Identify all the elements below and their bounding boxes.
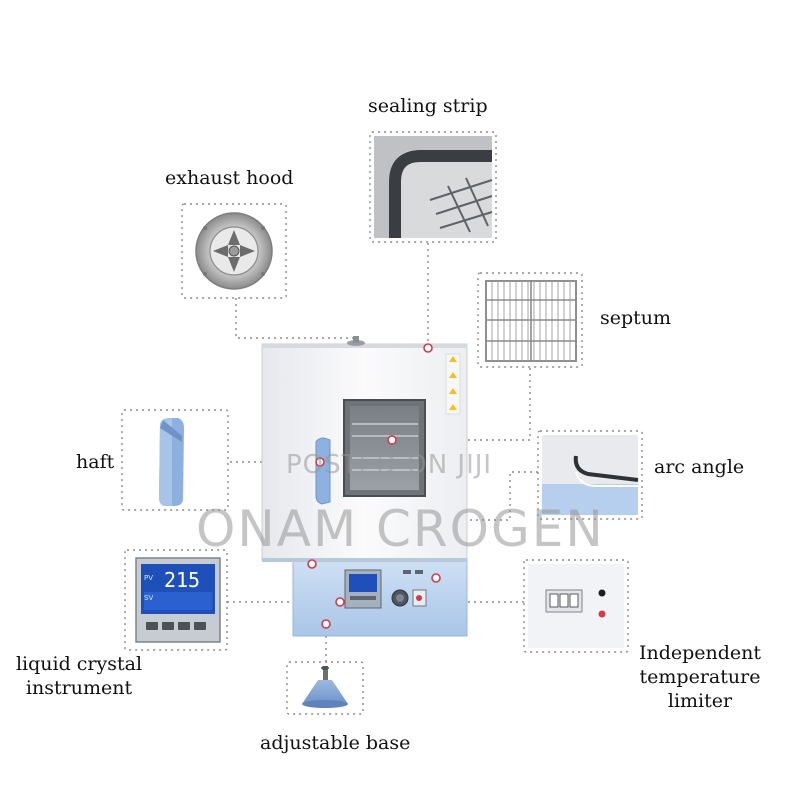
marker-haft bbox=[315, 457, 325, 467]
label-limiter-line3: limiter bbox=[667, 690, 733, 712]
door-handle bbox=[315, 437, 331, 505]
adjustable-base-detail bbox=[302, 666, 348, 708]
marker-septum bbox=[387, 435, 397, 445]
label-septum: septum bbox=[600, 307, 672, 329]
exhaust-hood-detail bbox=[195, 212, 273, 290]
label-lcd-line2: instrument bbox=[25, 677, 133, 699]
label-arc-angle: arc angle bbox=[654, 456, 745, 478]
label-adjustable-base: adjustable base bbox=[260, 732, 411, 754]
lcd-reading: 215 bbox=[164, 568, 200, 592]
marker-base bbox=[321, 619, 331, 629]
sealing-strip-detail bbox=[374, 136, 493, 238]
label-haft: haft bbox=[76, 451, 115, 473]
lcd-instrument-detail bbox=[135, 557, 221, 643]
oven-unit bbox=[261, 336, 468, 637]
warning-stickers bbox=[445, 353, 461, 415]
leader-exhaust-hood bbox=[235, 298, 357, 344]
watermark-brand: ONAM CROGEN bbox=[196, 500, 605, 558]
label-independent-temperature-limiter: Independent temperature limiter bbox=[630, 641, 770, 713]
marker-lcd bbox=[335, 597, 345, 607]
haft-detail bbox=[159, 418, 184, 506]
watermark-posted-on: POSTED ON JIJI bbox=[286, 450, 493, 480]
septum-detail bbox=[485, 280, 577, 362]
label-exhaust-hood: exhaust hood bbox=[165, 167, 294, 189]
label-sealing-strip: sealing strip bbox=[368, 95, 488, 117]
marker-dots bbox=[307, 343, 441, 629]
limiter-detail bbox=[528, 564, 624, 648]
label-liquid-crystal-instrument: liquid crystal instrument bbox=[8, 652, 150, 700]
marker-sealing-strip bbox=[423, 343, 433, 353]
arc-angle-detail bbox=[542, 435, 639, 515]
lcd-sv-label: SV bbox=[144, 594, 153, 602]
label-lcd-line1: liquid crystal bbox=[15, 653, 143, 675]
lcd-pv-label: PV bbox=[144, 574, 153, 582]
label-limiter-line2: temperature bbox=[639, 666, 761, 688]
label-limiter-line1: Independent bbox=[638, 642, 762, 664]
marker-arc-angle bbox=[307, 559, 317, 569]
marker-limiter bbox=[431, 573, 441, 583]
